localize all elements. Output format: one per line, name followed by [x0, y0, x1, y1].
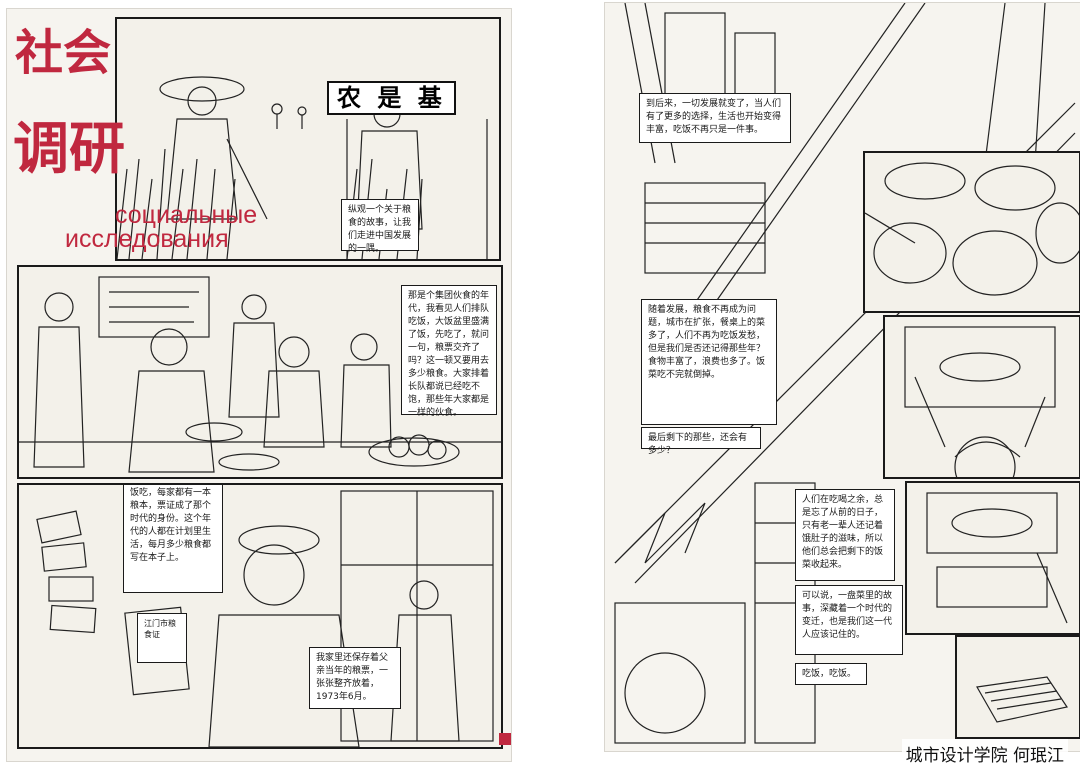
caption-eat: 吃饭，吃饭。 — [795, 663, 867, 685]
slogan-sign: 农 是 基 — [327, 81, 456, 115]
panel-ration: 为了保证每个人都有饭吃，每家都有一本粮本，票证成了那个时代的身份。这个年代的人都… — [17, 483, 503, 749]
caption-development: 随着发展，粮食不再成为问题，城市在扩张，餐桌上的菜多了，人们不再为吃饭发愁，但是… — [641, 299, 777, 425]
ration-book-label: 江门市粮食证 — [137, 613, 187, 663]
title-russian-1: социальные — [115, 201, 258, 229]
author-credit: 城市设计学院 何珉江 — [901, 739, 1068, 768]
caption-change: 到后来，一切发展就变了，当人们有了更多的选择，生活也开始变得丰富，吃饭不再只是一… — [639, 93, 791, 143]
ration-illustration — [36, 490, 494, 747]
title-russian-2: исследования — [65, 225, 229, 253]
leftovers-illustration — [926, 492, 1068, 624]
right-comic-page: 到后来，一切发展就变了，当人们有了更多的选择，生活也开始变得丰富，吃饭不再只是一… — [604, 2, 1080, 752]
dishes-illustration — [865, 162, 1079, 296]
eating-illustration — [904, 326, 1056, 477]
panel-money — [955, 635, 1080, 739]
panel-canteen: 那是个集团伙食的年代，我看见人们排队吃饭，大饭盆里盛满了饭，先吃了，就问一句，粮… — [17, 265, 503, 479]
caption-canteen: 那是个集团伙食的年代，我看见人们排队吃饭，大饭盆里盛满了饭，先吃了，就问一句，粮… — [401, 285, 497, 418]
title-line-2: 调研 — [13, 121, 125, 177]
caption-forget: 人们在吃喝之余，总是忘了从前的日子，只有老一辈人还记着饿肚子的滋味，所以他们总会… — [795, 489, 895, 581]
caption-ration: 为了保证每个人都有饭吃，每家都有一本粮本，票证成了那个时代的身份。这个年代的人都… — [123, 485, 223, 593]
caption-remaining: 最后剩下的那些，还会有多少？ — [641, 427, 761, 456]
caption-father-tickets: 我家里还保存着父亲当年的粮票，一张张整齐放着，1973年6月。 — [309, 647, 401, 709]
title-char-she: 社 — [15, 25, 64, 81]
canteen-illustration — [19, 276, 501, 473]
panel-field: 农 是 基 纵观一个关于粮食的故事，让我们走进中国发展的一隅。 — [115, 17, 501, 261]
panel-leftovers — [905, 481, 1080, 635]
red-corner-mark — [499, 733, 511, 745]
title-char-yan: 研 — [69, 116, 125, 182]
title-char-diao: 调 — [13, 116, 69, 182]
caption-era: 可以说，一盘菜里的故事，深藏着一个时代的变迁，也是我们这一代人应该记住的。 — [795, 585, 903, 655]
title-char-hui: 会 — [63, 25, 112, 81]
panel-dishes — [863, 151, 1080, 313]
money-illustration — [976, 676, 1068, 723]
title-line-1: 社会 — [15, 29, 111, 77]
panel-eating — [883, 315, 1080, 479]
left-comic-page: 农 是 基 纵观一个关于粮食的故事，让我们走进中国发展的一隅。 社会 调研 со… — [6, 8, 512, 762]
caption-intro: 纵观一个关于粮食的故事，让我们走进中国发展的一隅。 — [341, 199, 419, 254]
